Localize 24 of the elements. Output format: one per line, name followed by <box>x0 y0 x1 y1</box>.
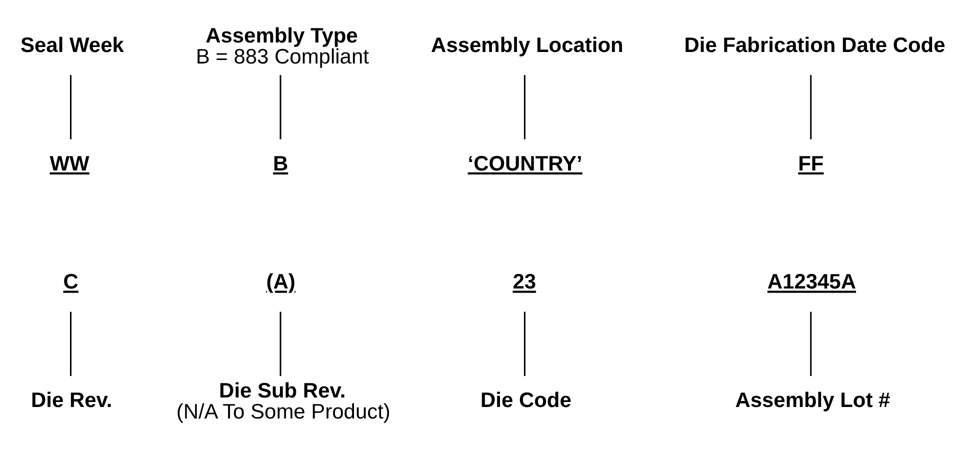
node-text: Die Code <box>480 389 572 412</box>
node-text: FF <box>798 152 824 176</box>
connector <box>280 75 282 140</box>
connector <box>524 75 526 140</box>
node-text: Die Sub Rev. (N/A To Some Product) <box>176 379 390 424</box>
node-text: WW <box>50 152 90 176</box>
connector <box>70 75 72 140</box>
node-text: Assembly Type B = 883 Compliant <box>196 24 369 68</box>
node-text: Assembly Lot # <box>735 389 890 412</box>
node-text: (A) <box>266 270 296 294</box>
connector <box>280 312 282 376</box>
node-text: C <box>63 270 78 294</box>
node-text: Die Fabrication Date Code <box>684 34 946 58</box>
node-text: ‘COUNTRY’ <box>468 152 582 176</box>
connector <box>810 312 812 376</box>
connector <box>810 75 812 140</box>
connector <box>70 312 72 376</box>
node-text: Assembly Location <box>431 34 624 58</box>
node-text: A12345A <box>767 270 856 294</box>
connector <box>524 312 526 376</box>
node-text: B <box>272 152 288 176</box>
node-text: 23 <box>512 270 536 294</box>
node-text: Seal Week <box>20 34 124 58</box>
node-text: Die Rev. <box>31 389 112 412</box>
